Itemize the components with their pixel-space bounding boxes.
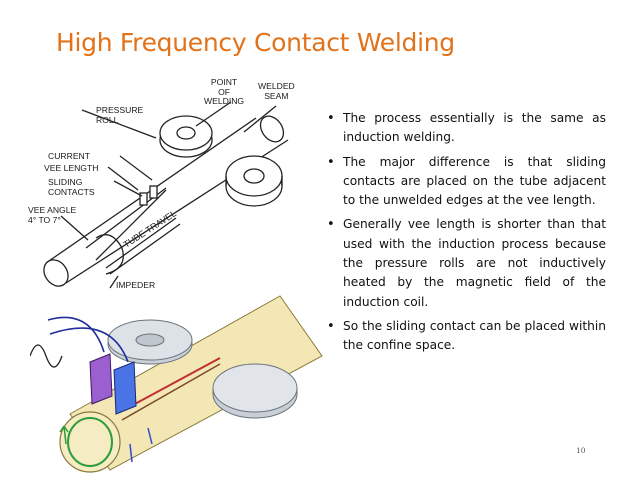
page-number: 10 (576, 446, 586, 455)
contact-welding-color-illustration (29, 294, 330, 474)
welded-seam-label: WELDED SEAM (258, 81, 295, 101)
vee-angle-label: VEE ANGLE 4° TO 7° (28, 205, 77, 225)
contact-welding-line-diagram: TUBE TRAVEL POINT OF WELDING WELDED SEAM… (26, 77, 326, 298)
bullet-item: Generally vee length is shorter than tha… (326, 215, 606, 311)
bullet-item: The major difference is that sliding con… (326, 153, 606, 211)
slide-title: High Frequency Contact Welding (56, 28, 455, 57)
bullet-item: The process essentially is the same as i… (326, 109, 606, 148)
pressure-roll-label: PRESSURE ROLL (96, 105, 144, 125)
impeder-label: IMPEDER (116, 280, 156, 290)
point-of-welding-label: POINT OF WELDING (204, 77, 245, 106)
tube-contacts-drawing (29, 295, 323, 473)
vee-length-label: VEE LENGTH (44, 163, 99, 173)
current-label: CURRENT (48, 151, 91, 161)
bullet-list: The process essentially is the same as i… (326, 109, 606, 361)
sliding-contacts-label: SLIDING CONTACTS (48, 177, 95, 197)
bullet-item: So the sliding contact can be placed wit… (326, 317, 606, 356)
tube-rolls-drawing: TUBE TRAVEL (43, 101, 289, 289)
